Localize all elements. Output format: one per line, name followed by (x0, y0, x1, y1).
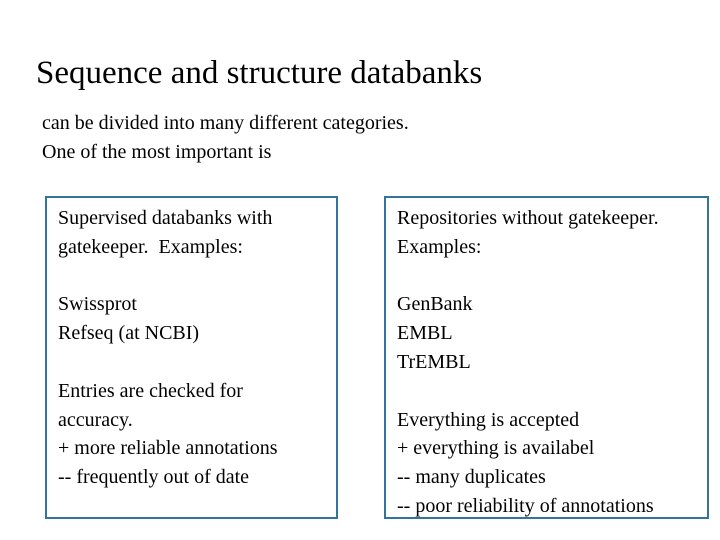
supervised-box: Supervised databanks with gatekeeper. Ex… (45, 196, 338, 519)
repositories-box-line: + everything is availabel (397, 437, 595, 460)
supervised-box-line: Swissprot (58, 293, 137, 316)
supervised-box-line: Entries are checked for (58, 379, 243, 402)
supervised-box-line: accuracy. (58, 408, 133, 431)
intro-line: can be divided into many different categ… (42, 112, 409, 134)
supervised-box-line: + more reliable annotations (58, 437, 278, 460)
supervised-box-line (58, 348, 334, 377)
repositories-box-line: Repositories without gatekeeper. (397, 207, 659, 229)
repositories-box-line: Examples: (397, 235, 482, 258)
slide-title: Sequence and structure databanks (36, 55, 483, 91)
intro-line: One of the most important is (42, 141, 272, 163)
repositories-box-line: TrEMBL (397, 350, 471, 373)
repositories-box-line (397, 377, 705, 406)
supervised-box-line: -- frequently out of date (58, 466, 250, 489)
repositories-box-line (397, 262, 705, 291)
repositories-box-line: -- many duplicates (397, 466, 546, 489)
repositories-box-line: Everything is accepted (397, 408, 580, 431)
repositories-box-line: EMBL (397, 322, 453, 345)
supervised-box-line: gatekeeper. Examples: (58, 235, 243, 258)
repositories-box: Repositories without gatekeeper. Example… (384, 196, 709, 519)
supervised-box-line: Refseq (at NCBI) (58, 322, 200, 345)
supervised-box-line (58, 262, 334, 291)
supervised-box-line: Supervised databanks with (58, 207, 273, 229)
repositories-box-line: GenBank (397, 293, 473, 316)
repositories-box-line: -- poor reliability of annotations (397, 494, 654, 517)
slide-intro: can be divided into many different categ… (42, 109, 409, 167)
